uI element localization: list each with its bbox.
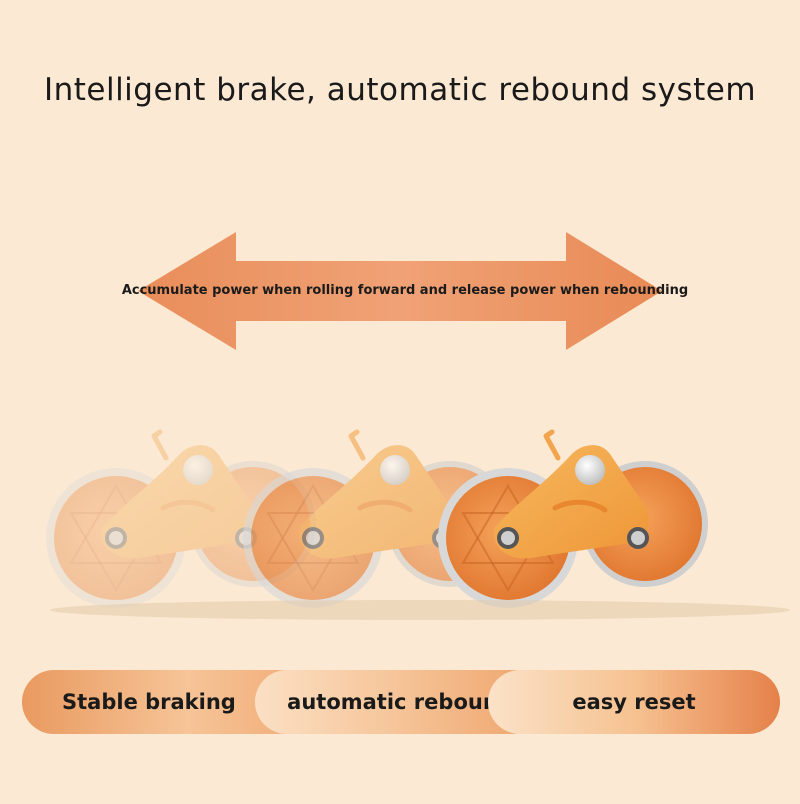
page-title: Intelligent brake, automatic rebound sys… [43,72,757,108]
feature-label: automatic rebound [287,690,513,714]
feature-pill-easy-reset: easy reset [488,670,780,734]
arrow-caption: Accumulate power when rolling forward an… [121,283,689,298]
feature-label: Stable braking [62,690,236,714]
feature-label: easy reset [572,690,696,714]
